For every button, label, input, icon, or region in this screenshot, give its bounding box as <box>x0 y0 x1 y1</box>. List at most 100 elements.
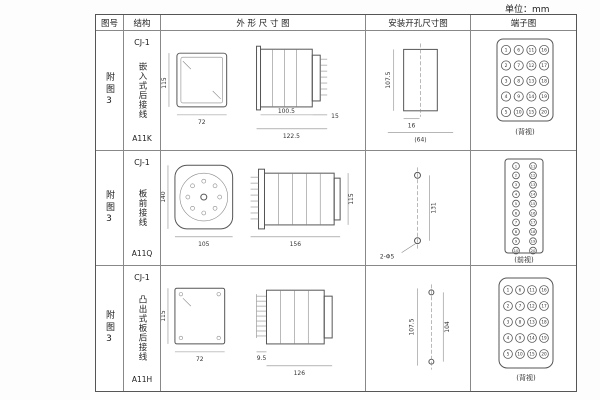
outline-drawing-a11q: 140 105 156 <box>161 164 355 247</box>
terminal-pin <box>539 44 550 55</box>
model-label: CJ-1 <box>134 158 150 167</box>
terminal-pin-number: 19 <box>541 94 547 100</box>
outline-cell-row3: 115 72 9.5 <box>161 266 366 391</box>
structure-cell-row1: CJ-1 嵌入式后接线 A11K <box>124 31 161 151</box>
header-mounting: 安装开孔尺寸图 <box>366 15 471 31</box>
dim-cutout-w2: (64) <box>414 136 426 143</box>
terminal-pin-number: 12 <box>529 303 535 308</box>
terminal-pin-number: 3 <box>505 78 508 84</box>
mounting-cell-row3: 107.5 104 <box>366 266 471 391</box>
mounting-drawing-a11k: 107.5 16 (64) <box>385 42 454 143</box>
terminal-pin-number: 6 <box>515 210 518 215</box>
terminal-pin <box>529 218 537 226</box>
terminal-pin-number: 1 <box>507 287 510 292</box>
terminal-pin-number: 6 <box>517 47 520 53</box>
terminal-pin <box>515 333 525 343</box>
terminal-pin-number: 13 <box>529 78 535 84</box>
header-structure: 结构 <box>124 15 161 31</box>
terminal-pin <box>500 59 511 70</box>
outline-drawing-a11h: 115 72 9.5 <box>161 287 333 377</box>
dim-hole-spacing: 131 <box>430 202 437 214</box>
terminal-pin <box>512 236 520 245</box>
fig-label-row2: 附图3 <box>96 151 124 266</box>
terminal-pin <box>529 171 537 179</box>
terminal-pin-number: 10 <box>517 351 523 356</box>
terminal-pin <box>512 227 520 236</box>
code-label: A11K <box>132 134 152 143</box>
terminal-pin-number: 19 <box>531 238 536 243</box>
fig-label-row1: 附图3 <box>96 31 124 151</box>
terminal-pin-number: 17 <box>541 303 547 308</box>
model-label: CJ-1 <box>134 273 150 282</box>
terminal-pin-number: 7 <box>519 303 522 308</box>
outline-cell-row1: 115 72 100.5 15 <box>161 31 366 151</box>
terminal-pin-number: 4 <box>515 191 518 196</box>
terminal-pin <box>526 91 537 102</box>
terminal-view-label: (背视) <box>515 127 535 136</box>
dim-front-width: 72 <box>198 118 206 125</box>
dim-cutout-height: 107.5 <box>385 71 392 88</box>
terminal-pin-number: 15 <box>531 200 536 205</box>
header-outline: 外 形 尺 寸 图 <box>161 15 366 31</box>
terminal-pin-number: 11 <box>529 47 535 53</box>
terminal-pin <box>515 285 525 295</box>
terminal-pin-number: 6 <box>519 287 522 292</box>
terminal-pin-number: 4 <box>507 335 510 340</box>
code-label: A11H <box>131 375 153 384</box>
dim-front-height: 115 <box>161 310 167 322</box>
terminal-pin <box>512 218 520 226</box>
model-label: CJ-1 <box>134 38 150 47</box>
terminal-pin <box>539 301 549 311</box>
dim-front-width: 105 <box>198 240 210 247</box>
terminal-pin <box>526 59 537 70</box>
terminal-pin <box>513 59 524 70</box>
structure-cell-row2: CJ-1 板前接线 A11Q <box>124 151 161 266</box>
terminal-pin-number: 19 <box>541 335 547 340</box>
header-fig: 图号 <box>96 15 124 31</box>
terminal-pin-number: 8 <box>519 319 522 324</box>
terminal-pin <box>539 106 550 117</box>
terminal-pin-number: 3 <box>515 182 518 187</box>
terminal-pin <box>529 189 537 198</box>
terminal-pin <box>539 349 549 359</box>
terminal-pin <box>512 180 520 189</box>
terminal-pin <box>503 317 513 327</box>
terminal-pin <box>500 106 511 117</box>
dim-side-height: 115 <box>348 193 355 205</box>
terminal-pin <box>513 75 524 86</box>
mounting-cell-row2: 131 2-Φ5 <box>366 151 471 266</box>
dim-side-depth1: 100.5 <box>278 107 295 114</box>
terminal-pin-number: 14 <box>529 335 535 340</box>
terminal-pin <box>512 189 520 198</box>
dim-pin-length: 9.5 <box>257 355 267 362</box>
terminal-pin-number: 2 <box>515 172 518 177</box>
terminal-pin <box>527 317 537 327</box>
terminal-pin <box>529 246 537 254</box>
dim-cutout-w1: 16 <box>408 122 416 129</box>
terminal-pin <box>512 161 520 170</box>
structure-label: 嵌入式后接线 <box>137 62 147 119</box>
terminal-pin-number: 18 <box>541 78 547 84</box>
terminal-pin-number: 7 <box>517 63 520 69</box>
terminal-pin-number: 16 <box>541 287 547 292</box>
terminal-pin <box>526 44 537 55</box>
terminal-pin-number: 8 <box>517 78 520 84</box>
terminal-pin-number: 15 <box>529 351 535 356</box>
mounting-cell-row1: 107.5 16 (64) <box>366 31 471 151</box>
terminal-pin <box>512 208 520 217</box>
terminal-pin <box>503 301 513 311</box>
terminal-pin-number: 2 <box>505 63 508 69</box>
terminal-pin <box>529 227 537 236</box>
header-terminal: 端子图 <box>471 15 576 31</box>
terminal-pin <box>539 317 549 327</box>
terminal-pin-number: 3 <box>507 319 510 324</box>
terminal-pin-number: 2 <box>507 303 510 308</box>
terminal-pin <box>529 199 537 207</box>
terminal-view-label: (背视) <box>516 373 536 382</box>
mounting-drawing-a11h: 107.5 104 <box>409 284 451 370</box>
dim-pin-length: 15 <box>331 112 339 119</box>
